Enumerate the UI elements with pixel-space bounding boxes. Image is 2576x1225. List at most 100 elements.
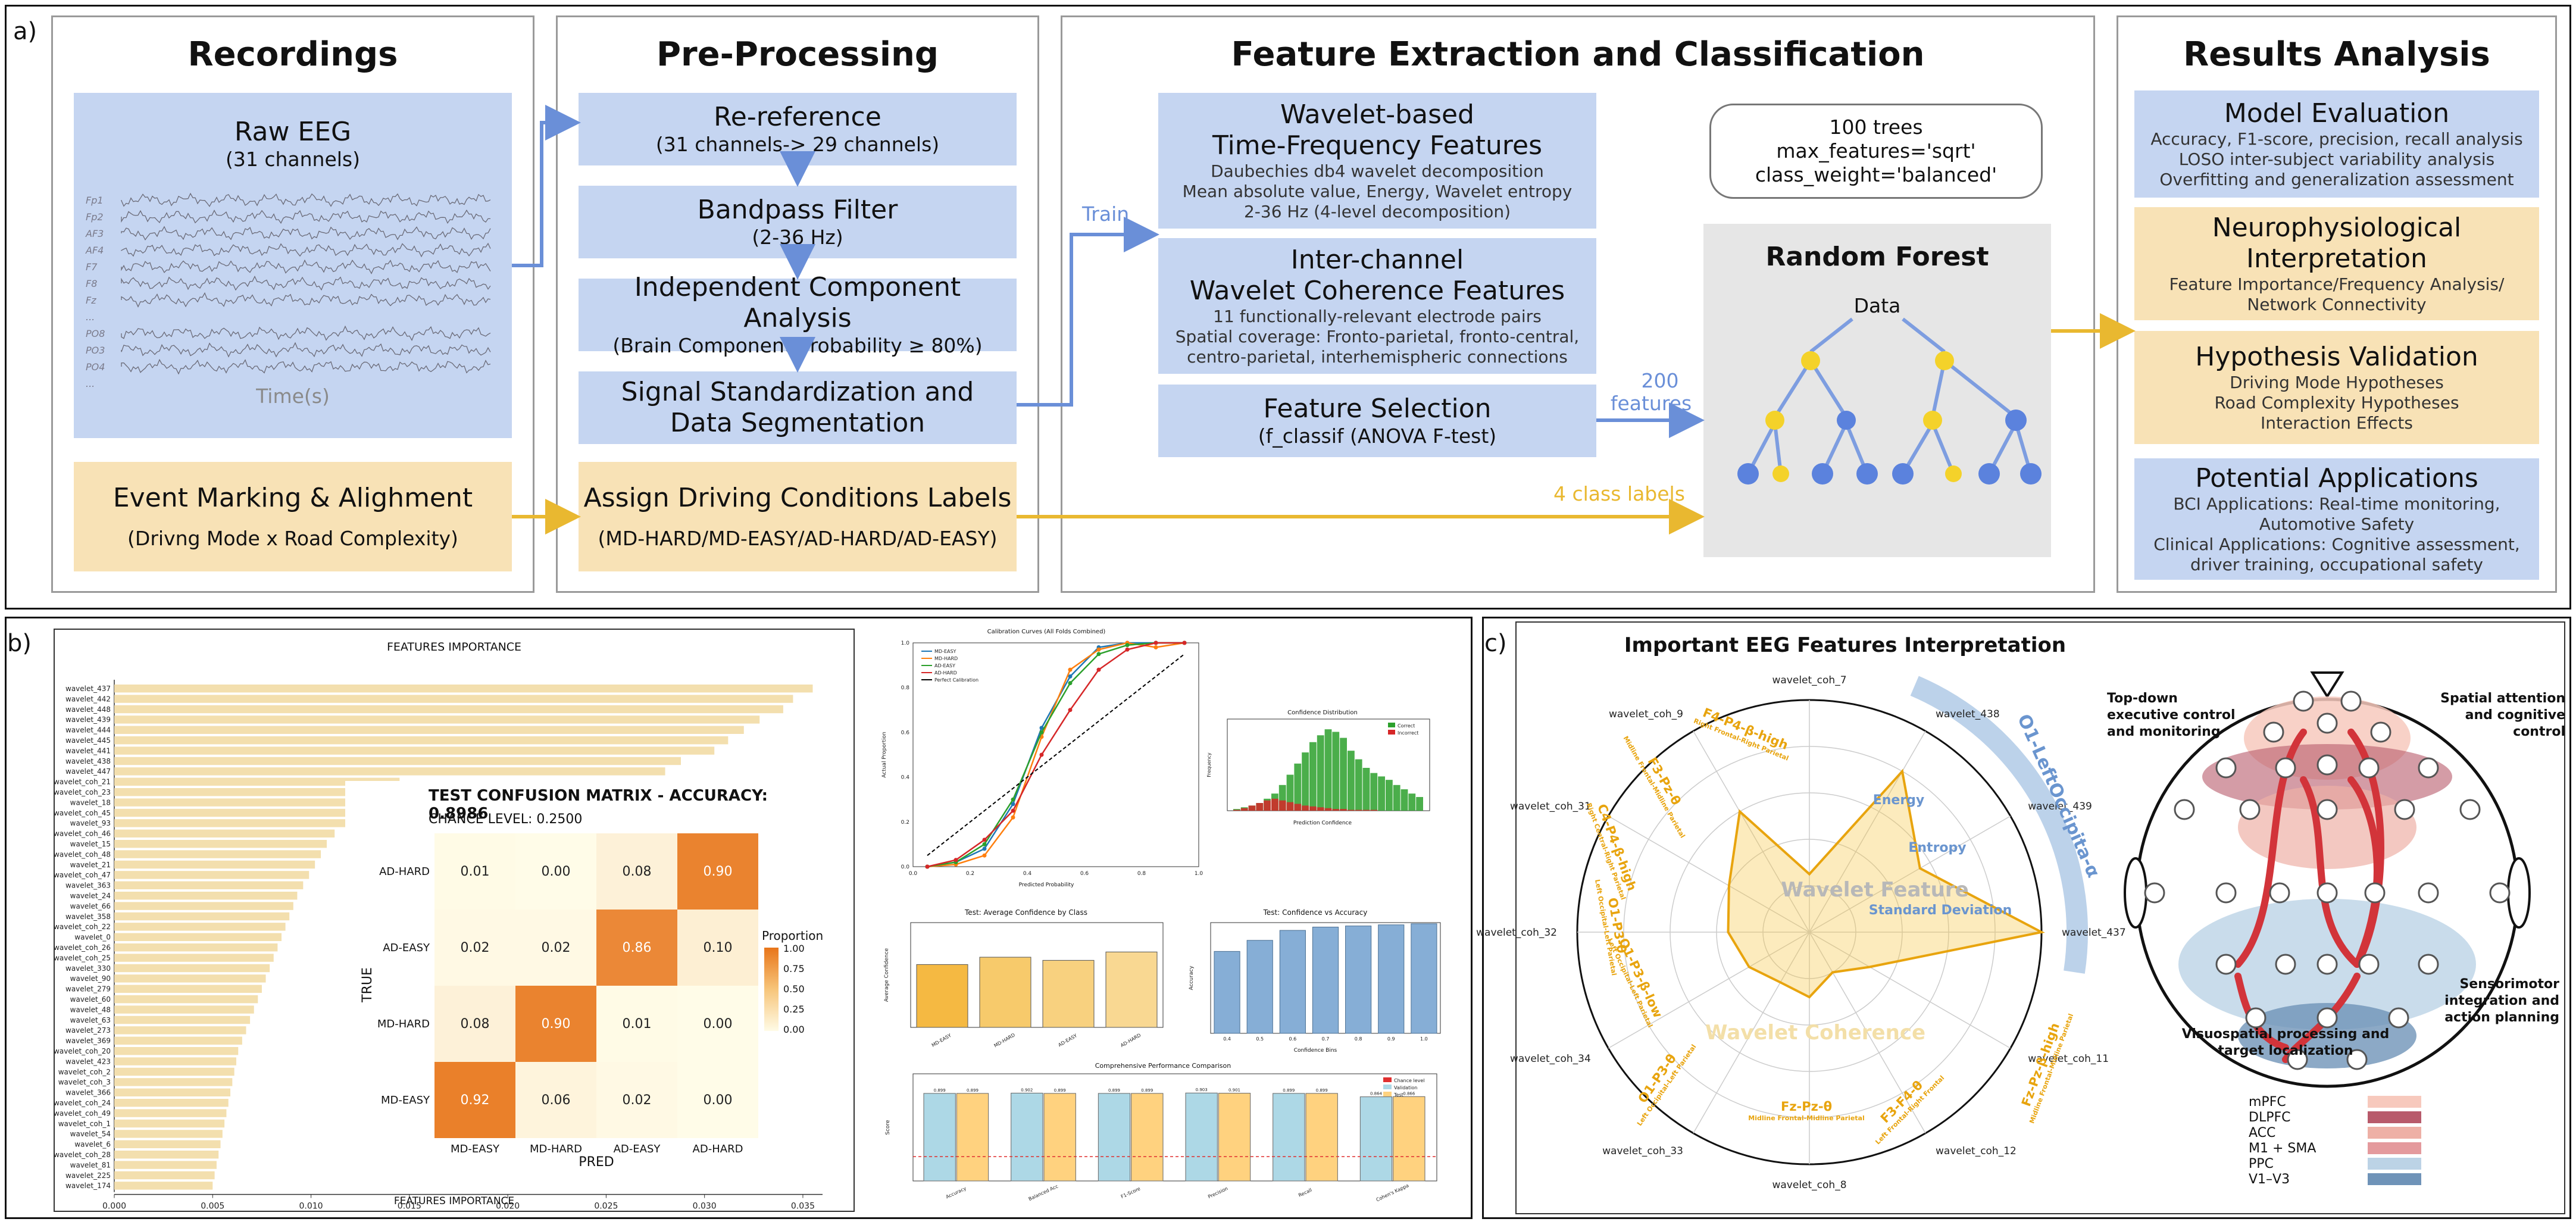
importance-bar	[114, 1036, 242, 1045]
confdist-legend-label: Incorrect	[1398, 730, 1418, 736]
calibration-ytick: 0.8	[901, 685, 910, 691]
calibration-point	[1011, 815, 1015, 820]
importance-bar	[114, 1078, 233, 1086]
perf-bar	[1218, 1093, 1251, 1182]
importance-tick-label: wavelet_21	[70, 861, 111, 869]
electrode-icon	[2459, 799, 2481, 820]
confdist-bar	[1355, 810, 1362, 811]
eeg-trace	[121, 292, 491, 308]
radar-polygon	[1727, 768, 2045, 999]
importance-tick-label: wavelet_54	[70, 1130, 111, 1138]
calibration-point	[1125, 647, 1130, 652]
importance-tick-label: wavelet_coh_28	[54, 1151, 111, 1159]
electrode-icon	[2418, 882, 2439, 904]
calibration-point	[925, 864, 930, 869]
importance-tick-label: wavelet_225	[65, 1171, 111, 1180]
eeg-traces: Fp1Fp2AF3AF4F7F8Fz...PO8PO3PO4...	[85, 192, 491, 389]
coherence-title-1: Inter-channel	[1290, 245, 1464, 275]
legend-swatch	[2368, 1127, 2421, 1139]
wavelet-arc	[1910, 676, 2088, 974]
legend-label: M1 + SMA	[2249, 1140, 2316, 1156]
importance-bar	[114, 726, 744, 734]
feature-selection-box: Feature Selection (f_classif (ANOVA F-te…	[1158, 385, 1596, 457]
legend-label: mPFC	[2249, 1094, 2286, 1110]
importance-bar	[114, 777, 400, 786]
importance-bar	[114, 1130, 223, 1138]
coherence-pair-name: Fz-Pz-θ	[1781, 1099, 1832, 1114]
importance-tick-label: wavelet_358	[65, 912, 111, 921]
legend-label: PPC	[2249, 1156, 2274, 1171]
importance-tick-label: wavelet_90	[70, 974, 111, 983]
importance-xlabel: FEATURES IMPORTANCE	[393, 1195, 515, 1207]
calibration-xtick: 0.8	[1137, 871, 1146, 877]
eeg-channel-label: PO4	[86, 361, 105, 373]
calibration-point	[1153, 645, 1158, 650]
importance-tick-label: wavelet_366	[65, 1089, 111, 1097]
confusion-chance: CHANCE LEVEL: 0.2500	[429, 812, 583, 827]
rf-param-2: max_features='sqrt'	[1776, 139, 1976, 162]
time-axis-label: Time(s)	[256, 385, 330, 408]
importance-bar	[114, 1171, 215, 1180]
raw-eeg-title: Raw EEG	[234, 117, 352, 147]
importance-bar	[114, 871, 310, 879]
electrode-icon	[2346, 1049, 2368, 1070]
importance-tick-label: wavelet_18	[70, 798, 111, 807]
electrode-icon	[2263, 721, 2284, 743]
importance-tick-label: wavelet_60	[70, 995, 111, 1004]
electrode-icon	[2275, 954, 2296, 975]
perf-legend-swatch	[1383, 1092, 1392, 1096]
electrode-icon	[2358, 954, 2380, 975]
radar-spoke	[1608, 815, 1810, 933]
calibration-point	[1125, 643, 1130, 648]
panel-b-frame	[5, 617, 1473, 1219]
confdist-bar	[1309, 806, 1317, 811]
importance-bar	[114, 798, 367, 807]
perf-bar	[1131, 1093, 1164, 1182]
perf-value-label: 0.899	[1108, 1088, 1120, 1093]
confacc-xtick: 0.8	[1355, 1036, 1362, 1042]
importance-tick-label: wavelet_coh_45	[54, 809, 111, 817]
importance-tick-label: wavelet_369	[65, 1037, 111, 1045]
calibration-line	[927, 642, 1185, 868]
confdist-bar	[1317, 807, 1324, 811]
confdist-bar	[1256, 803, 1264, 811]
calibration-ytick: 0.2	[901, 820, 909, 826]
calibration-point	[982, 846, 987, 851]
radar-chart: wavelet_coh_7wavelet_438wavelet_439wavel…	[1476, 674, 2125, 1191]
eeg-channel-label: PO3	[86, 345, 105, 356]
confdist-bar	[1264, 800, 1271, 811]
confdist-bar	[1348, 810, 1355, 811]
hypothesis-line-3: Interaction Effects	[2261, 413, 2413, 433]
perf-bar	[923, 1093, 956, 1182]
eeg-channel-label: Fp2	[86, 211, 104, 223]
radar-axis-label: wavelet_coh_31	[1510, 801, 1591, 812]
confdist-bar	[1286, 774, 1294, 811]
electrode-icon	[2358, 757, 2380, 779]
importance-tick-label: wavelet_coh_46	[54, 830, 111, 838]
confdist-bar	[1340, 809, 1347, 811]
radar-axis-label: wavelet_coh_9	[1609, 708, 1683, 720]
brain-network	[2124, 671, 2531, 1088]
importance-xtick-label: 0.035	[791, 1202, 815, 1211]
bandpass-sub: (2-36 Hz)	[752, 226, 843, 249]
perf-legend-label: Chance level	[1394, 1078, 1425, 1083]
importance-xtick-label: 0.010	[299, 1202, 323, 1211]
assign-labels-box: Assign Driving Conditions Labels (MD-HAR…	[579, 462, 1017, 571]
wavelet-features-box: Wavelet-based Time-Frequency Features Da…	[1158, 93, 1596, 229]
eeg-trace	[121, 226, 491, 241]
model-eval-line-2: LOSO inter-subject variability analysis	[2178, 149, 2495, 169]
importance-bar	[114, 757, 681, 765]
confusion-cbar-label: Proportion	[762, 929, 824, 943]
confdist-bar	[1309, 742, 1317, 811]
calibration-line	[927, 654, 1185, 856]
electrode-icon	[2245, 1007, 2266, 1029]
right-ear	[2507, 857, 2531, 929]
importance-bar	[114, 923, 286, 931]
confacc-bar	[1378, 924, 1405, 1034]
confdist-ylabel: Frequency	[1206, 752, 1212, 777]
applications-line-3: Clinical Applications: Cognitive assessm…	[2153, 535, 2520, 554]
feature-title: Feature Extraction and Classification	[1231, 35, 1925, 74]
eeg-trace	[121, 358, 491, 375]
calibration-point	[1068, 681, 1073, 686]
